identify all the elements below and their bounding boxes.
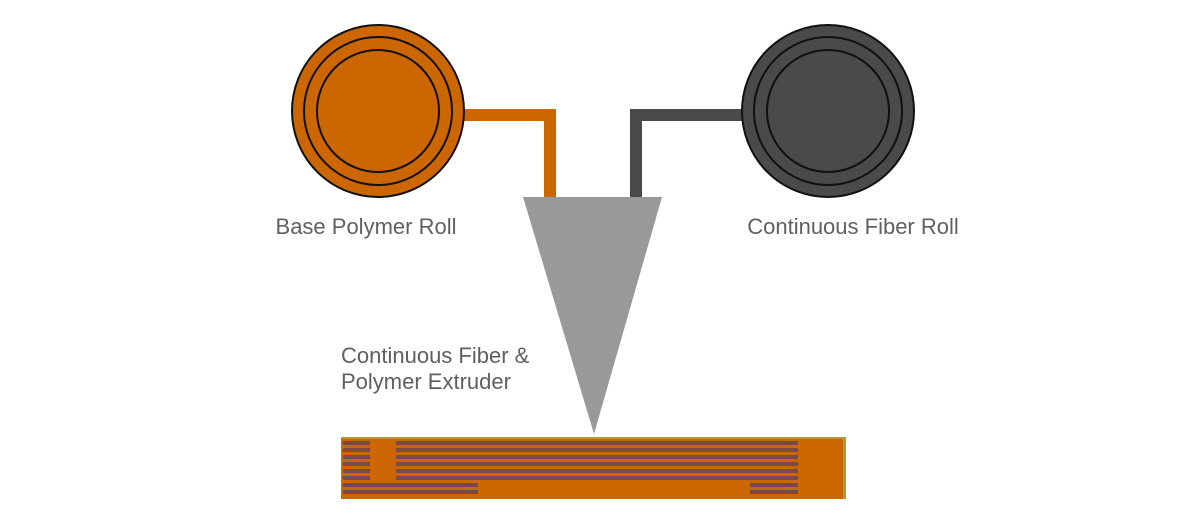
fiber-strand [396, 476, 798, 480]
fiber-strand [343, 448, 370, 452]
extruder-label-line1: Continuous Fiber & [341, 343, 530, 368]
polymer-roll-core [316, 49, 440, 173]
fiber-strand [396, 441, 798, 445]
fiber-strand [750, 483, 798, 487]
fiber-strand [343, 483, 478, 487]
extruder-nozzle [523, 197, 662, 434]
part-top-edge [341, 437, 846, 439]
continuous-fiber-roll-label: Continuous Fiber Roll [747, 214, 959, 239]
fiber-strand [343, 469, 370, 473]
extruder-label-line2: Polymer Extruder [341, 369, 511, 394]
printed-part [341, 437, 846, 499]
fiber-strand [396, 469, 798, 473]
polymer-feed-line [462, 109, 556, 200]
fiber-strands [341, 437, 846, 499]
polymer-roll-ring [303, 36, 453, 186]
fiber-strand [343, 476, 370, 480]
fiber-strand [396, 448, 798, 452]
fiber-strand [343, 490, 478, 494]
part-side-edge [843, 437, 846, 499]
continuous-fiber-roll [741, 24, 915, 198]
printed-part-base [341, 437, 846, 499]
fiber-roll-core [766, 49, 890, 173]
base-polymer-roll-label: Base Polymer Roll [276, 214, 457, 239]
base-polymer-roll [291, 24, 465, 198]
fiber-strand [343, 462, 370, 466]
fiber-strand [396, 462, 798, 466]
fiber-strand [343, 455, 370, 459]
fiber-strand [750, 490, 798, 494]
fiber-strand [396, 455, 798, 459]
fiber-feed-line [630, 109, 745, 200]
fiber-roll-ring [753, 36, 903, 186]
fiber-strand [343, 441, 370, 445]
